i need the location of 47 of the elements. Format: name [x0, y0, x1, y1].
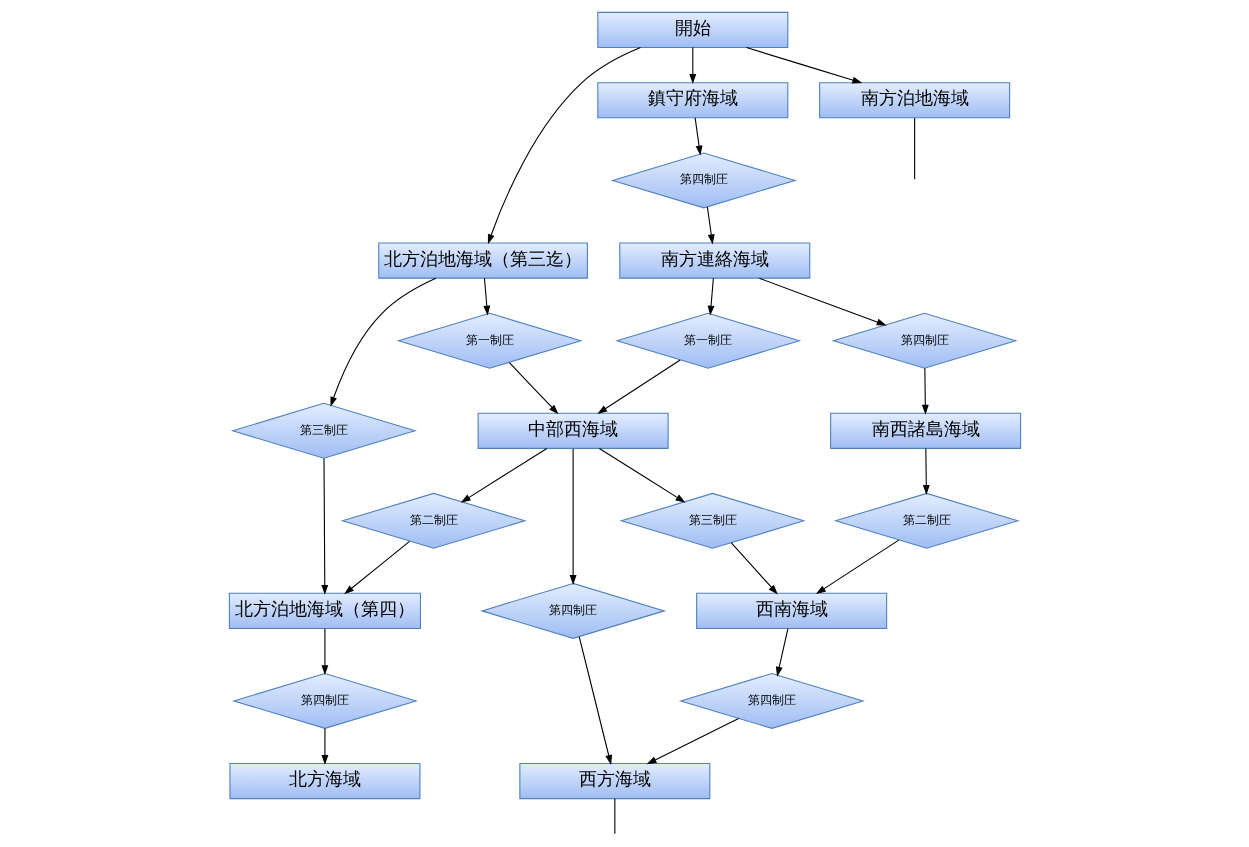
arrow [646, 718, 739, 765]
node-diamond: 第一制圧 [614, 312, 801, 369]
arrow [596, 359, 681, 414]
arrow [320, 457, 328, 595]
arrow [569, 448, 577, 585]
node-diamond: 第四制圧 [479, 582, 666, 639]
node-box: 西方海域 [518, 763, 710, 800]
node-diamond: 第二制圧 [833, 492, 1020, 549]
connector [613, 798, 615, 835]
arrow [815, 539, 899, 594]
node-diamond: 第四制圧 [830, 312, 1018, 369]
node-box: 開始 [596, 11, 788, 49]
arrow [730, 542, 778, 595]
node-box: 鎮守府海域 [596, 82, 788, 119]
arrow [775, 627, 788, 677]
arrow [482, 277, 490, 316]
arrow [922, 447, 930, 495]
arrow [758, 277, 887, 326]
node-box: 西南海域 [695, 592, 887, 629]
arrow [694, 117, 702, 156]
arrow [460, 447, 547, 503]
node-box: 北方泊地海域（第三迄） [377, 242, 588, 279]
arrow [508, 362, 559, 415]
arrow [578, 636, 612, 765]
arrow [343, 540, 410, 595]
node-box: 中部西海域 [477, 412, 669, 449]
node-diamond: 第四制圧 [231, 672, 418, 729]
node-box: 北方泊地海域（第四） [228, 592, 421, 629]
node-box: 北方海域 [228, 763, 420, 800]
node-box: 南方連絡海域 [618, 242, 810, 279]
arrow [329, 277, 436, 407]
node-box: 南方泊地海域 [818, 82, 1010, 119]
arrow [921, 367, 929, 415]
node-diamond: 第四制圧 [610, 152, 797, 209]
connector [913, 117, 915, 180]
node-diamond: 第三制圧 [230, 402, 417, 459]
arrow [706, 206, 715, 245]
node-box: 南西諸島海域 [829, 412, 1021, 449]
arrow [707, 277, 714, 316]
node-diamond: 第一制圧 [396, 312, 583, 369]
arrow [598, 447, 685, 503]
arrow [745, 47, 862, 84]
node-diamond: 第四制圧 [678, 672, 865, 729]
arrow [320, 627, 328, 676]
arrow [320, 727, 328, 765]
arrow [487, 47, 641, 245]
arrow [688, 47, 696, 84]
